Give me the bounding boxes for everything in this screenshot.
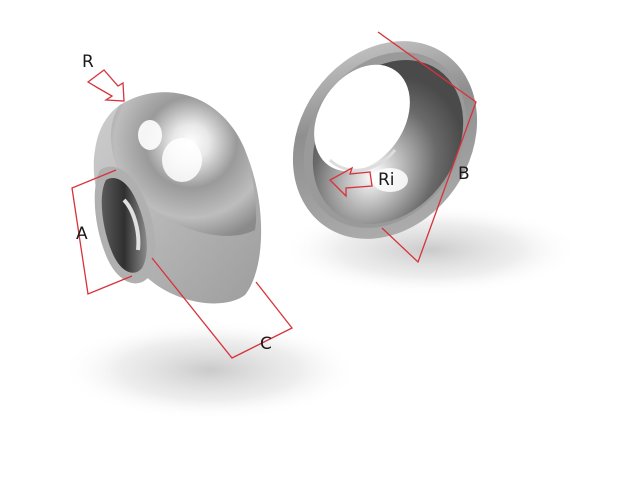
ball-washer-shadow xyxy=(60,320,360,420)
label-ri: Ri xyxy=(378,170,395,190)
ball-washer xyxy=(93,92,262,304)
dimension-a xyxy=(71,169,133,295)
dimension-c xyxy=(151,257,294,359)
label-c: C xyxy=(260,334,272,354)
dimension-lines xyxy=(71,31,477,359)
cone-washer xyxy=(292,41,478,239)
r-arrow-icon xyxy=(86,69,125,102)
label-r: R xyxy=(82,52,94,72)
label-b: B xyxy=(458,164,470,184)
label-a: A xyxy=(76,224,88,244)
ri-arrow-icon xyxy=(328,166,373,198)
dimension-b xyxy=(377,31,477,264)
